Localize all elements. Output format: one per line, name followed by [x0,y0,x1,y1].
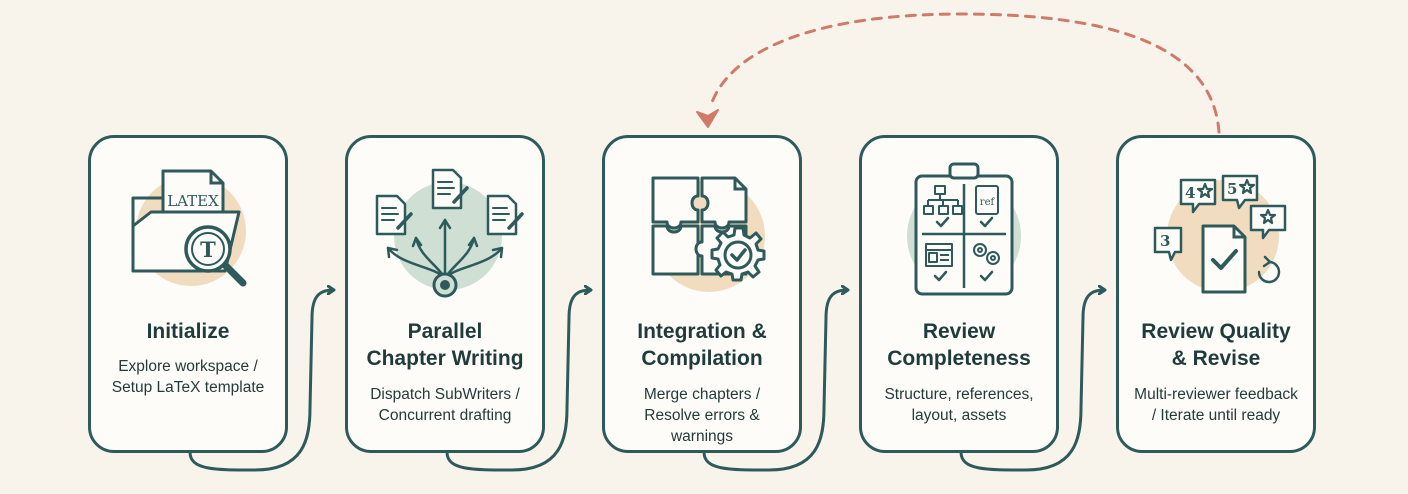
step-card-integration: Integration & Compilation Merge chapters… [602,135,802,453]
step-title-line: Parallel [407,320,483,343]
step-title: Integration & Compilation [609,318,795,372]
step-desc-line: Setup LaTeX template [111,379,265,396]
step-desc-line: Explore workspace / [118,358,258,375]
step-title: Review Completeness [866,318,1052,372]
step-title: Initialize [95,318,281,345]
folder-latex-magnifier-icon: LATEX T [131,169,247,287]
step-title-line: Initialize [146,320,230,343]
dispatch-documents-icon [375,168,524,298]
step-card-parallel-writing: Parallel Chapter Writing Dispatch SubWri… [345,135,545,453]
step-card-initialize: LATEX T Initialize Explore workspace / S… [88,135,288,453]
step-title-line: & Revise [1171,347,1261,370]
step-title-line: Chapter Writing [366,347,524,370]
step-title-line: Completeness [887,347,1031,370]
step-desc-line: Resolve errors & [644,407,760,424]
feedback-loop-arrow [708,12,1221,134]
step-description: Explore workspace / Setup LaTeX template [97,356,279,398]
step-card-review-completeness: ref Review Completeness Structure, refer… [859,135,1059,453]
reviews-ratings-icon: 4 5 3 [1153,174,1287,294]
step-desc-line: Concurrent drafting [378,407,512,424]
typeset-letter: T [200,237,216,262]
step-description: Merge chapters / Resolve errors & warnin… [611,384,793,447]
step-card-review-quality: 4 5 3 Review Quality & Revise Multi-revi… [1116,135,1316,453]
step-desc-line: Dispatch SubWriters / [370,386,520,403]
ref-label: ref [980,197,996,208]
step-description: Dispatch SubWriters / Concurrent draftin… [354,384,536,426]
clipboard-checklist-icon: ref [907,162,1021,296]
step-desc-line: Multi-reviewer feedback [1134,386,1298,403]
step-desc-line: Merge chapters / [643,386,761,403]
step-desc-line: / Iterate until ready [1151,407,1281,424]
step-description: Structure, references, layout, assets [868,384,1050,426]
rating-5-label: 5 [1227,180,1237,198]
step-title: Parallel Chapter Writing [352,318,538,372]
step-title-line: Compilation [641,347,763,370]
step-title: Review Quality & Revise [1123,318,1309,372]
latex-label: LATEX [167,192,219,210]
step-desc-line: Structure, references, [884,386,1034,403]
rating-3-label: 3 [1160,232,1170,250]
step-description: Multi-reviewer feedback / Iterate until … [1125,384,1307,426]
puzzle-gear-icon [651,176,766,292]
step-desc-line: layout, assets [911,407,1007,424]
step-title-line: Review Quality [1141,320,1291,343]
step-desc-line: warnings [670,428,734,445]
feedback-arrowhead [696,109,719,128]
rating-4-label: 4 [1185,184,1195,202]
step-title-line: Integration & [637,320,767,343]
step-title-line: Review [922,320,996,343]
